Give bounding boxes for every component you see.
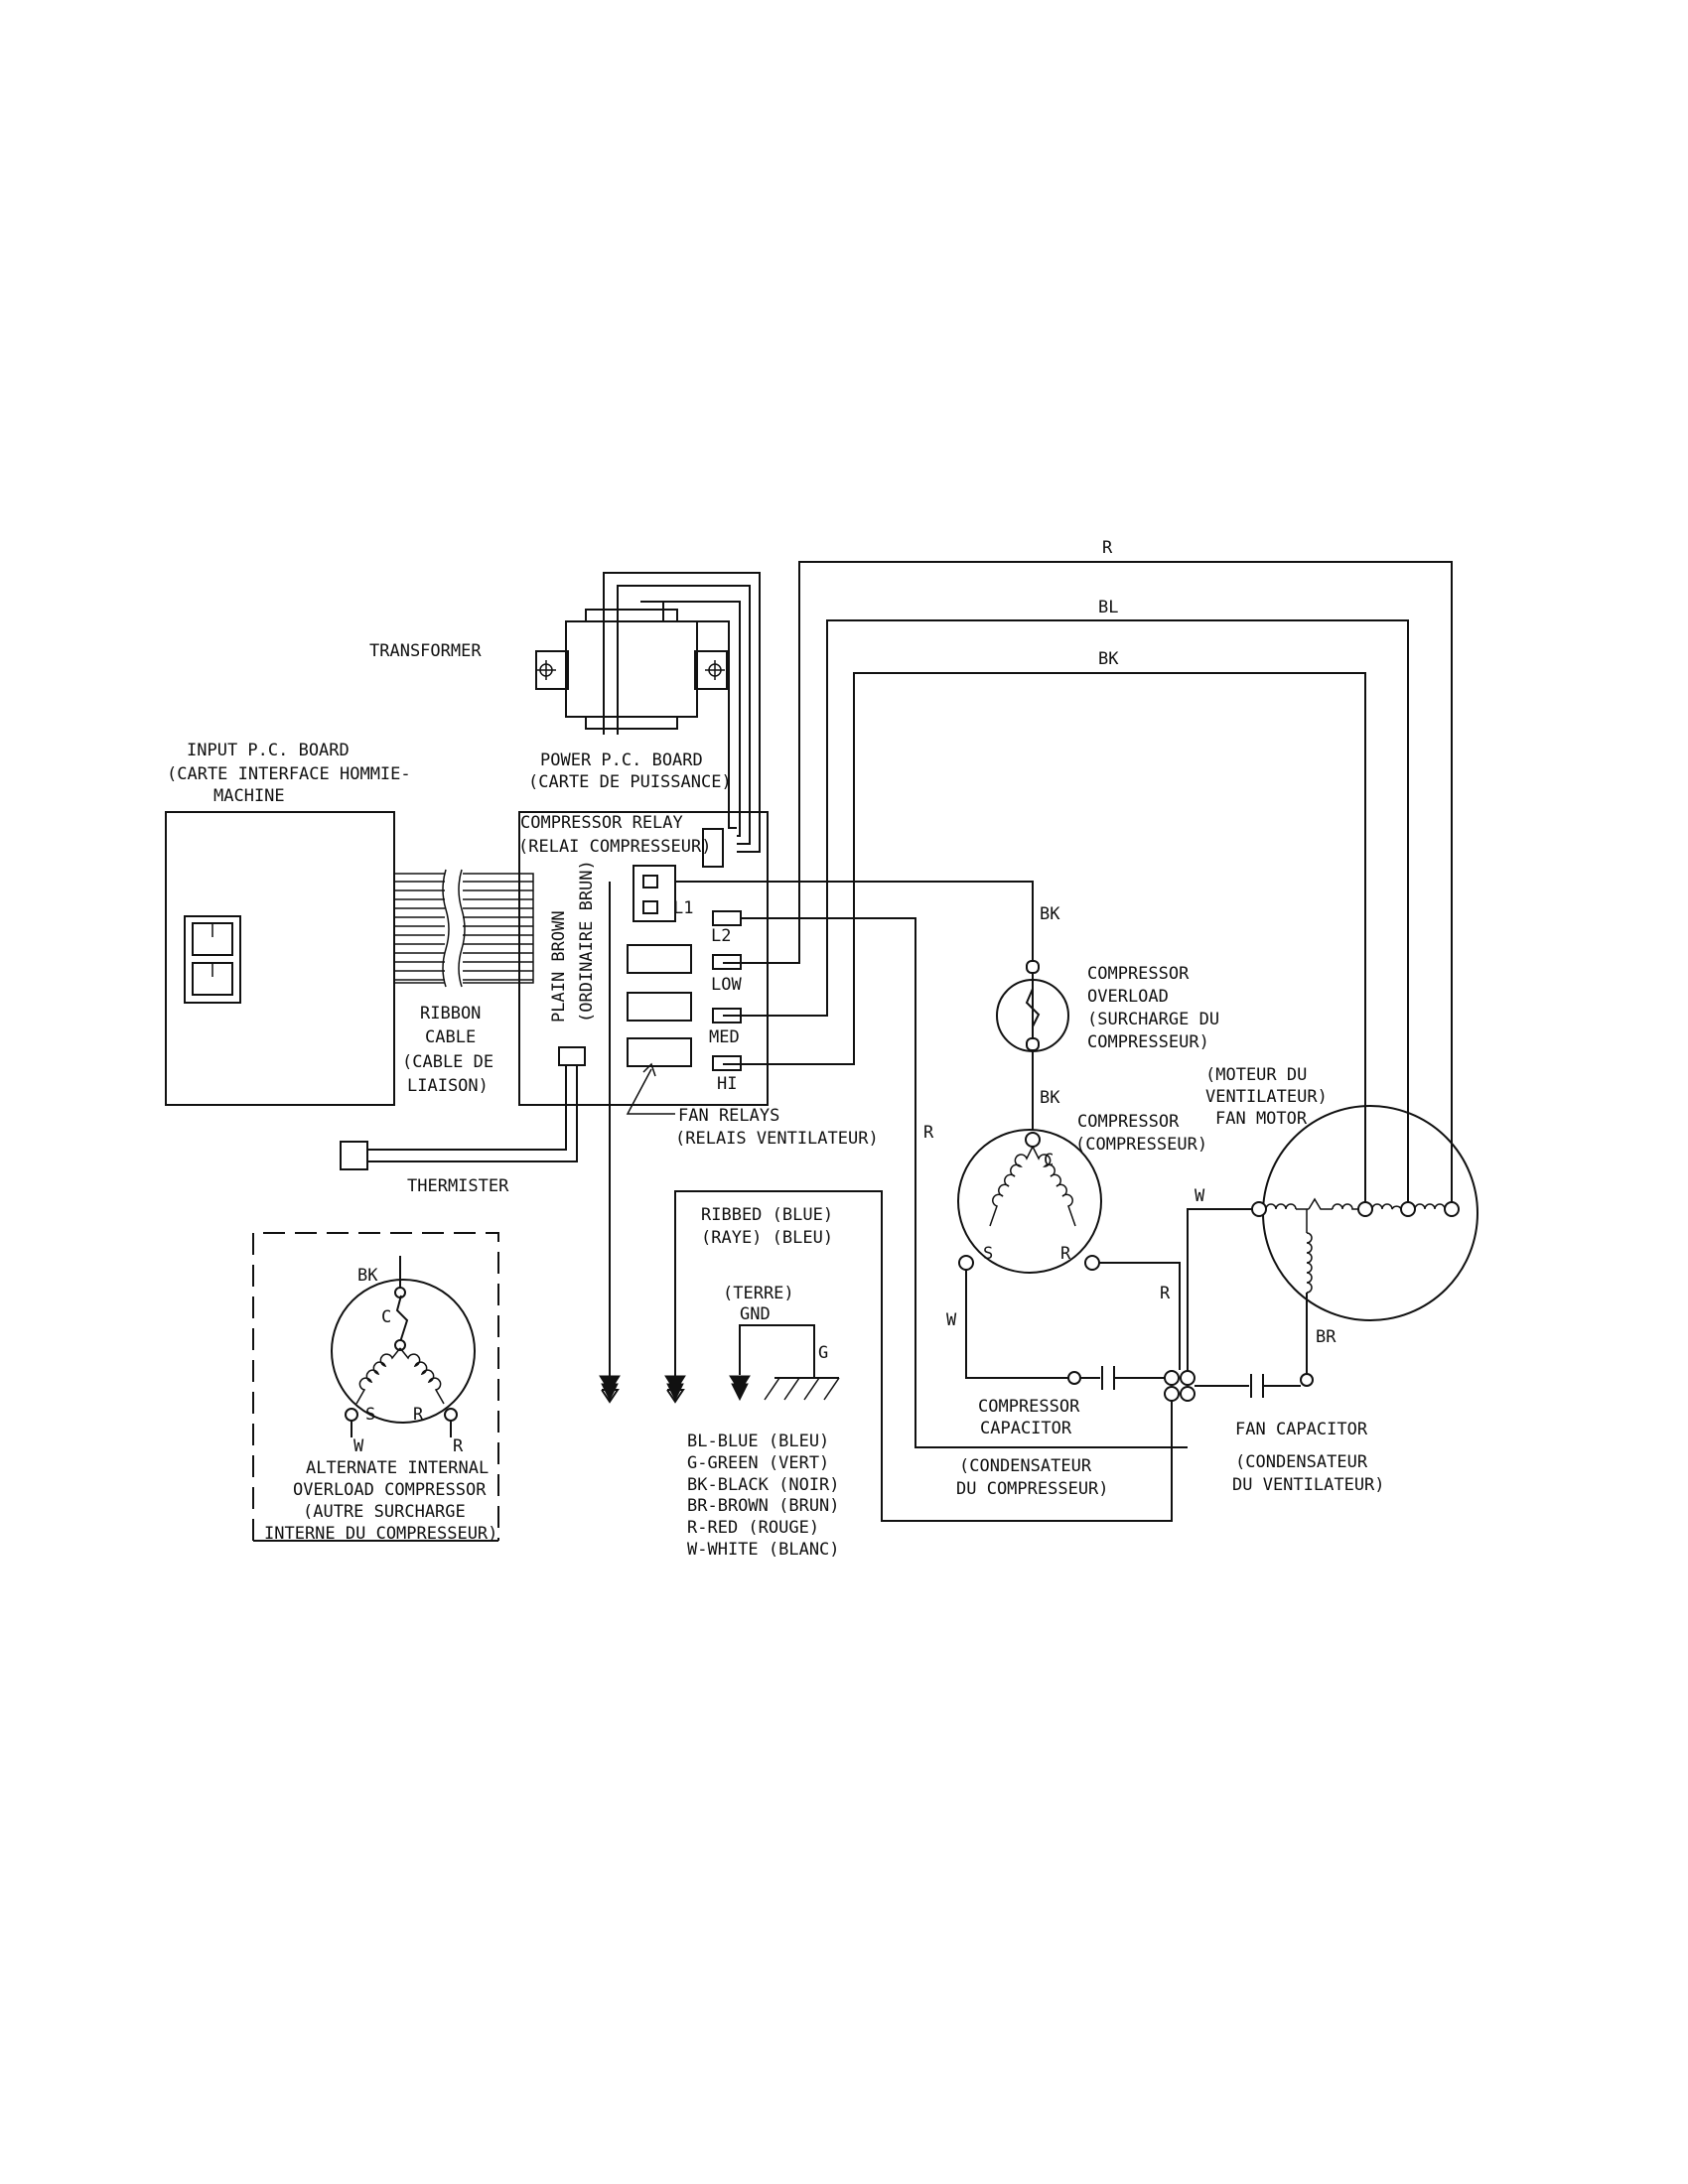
wire-label-w-left: W (946, 1310, 957, 1330)
fan-relays-label-1: FAN RELAYS (678, 1106, 779, 1126)
compressor-capacitor-label-2: CAPACITOR (980, 1419, 1072, 1438)
input-board-label-3: MACHINE (213, 786, 285, 806)
alt-terminal-r: R (413, 1405, 424, 1425)
fan-capacitor-label-3: DU VENTILATEUR) (1232, 1475, 1385, 1495)
overload-label-4: COMPRESSEUR) (1087, 1032, 1209, 1052)
power-board-label-2: (CARTE DE PUISSANCE) (528, 772, 732, 792)
fan-motor-label-1: (MOTEUR DU (1205, 1065, 1307, 1085)
ribbon-label-1: RIBBON (420, 1004, 481, 1024)
thermister (340, 1065, 578, 1170)
wire-label-bl-top: BL (1098, 598, 1118, 617)
ribbed-label-1: RIBBED (BLUE) (701, 1205, 833, 1225)
legend-brown: BR-BROWN (BRUN) (687, 1496, 840, 1516)
compressor-capacitor-label-4: DU COMPRESSEUR) (956, 1479, 1109, 1499)
terminal-l1-label: L1 (673, 898, 693, 918)
ground-symbol-2 (664, 1375, 686, 1402)
alt-label-bk: BK (357, 1266, 378, 1286)
input-board-label-2: (CARTE INTERFACE HOMMIE- (167, 764, 411, 784)
fan-capacitor (1195, 1300, 1314, 1398)
alt-terminal-c: C (381, 1307, 391, 1327)
wire-brown-to-ground (601, 882, 620, 1404)
terminal-block (1164, 1370, 1196, 1402)
fan-motor-label-3: FAN MOTOR (1215, 1109, 1308, 1129)
alt-wire-r: R (453, 1436, 464, 1456)
wire-white-s-to-capacitor (965, 1270, 1172, 1390)
wire-blue-to-fan-motor (723, 619, 1409, 1209)
ribbon-cable (393, 869, 534, 988)
fan-relays-pointer (626, 1062, 675, 1115)
compressor-label-1: COMPRESSOR (1077, 1112, 1180, 1132)
alt-label-4: INTERNE DU COMPRESSEUR) (264, 1524, 497, 1544)
fan-capacitor-label-1: FAN CAPACITOR (1235, 1420, 1368, 1439)
alt-terminal-s: S (365, 1405, 375, 1425)
wire-white-to-fan-motor (1187, 1208, 1259, 1371)
alternate-overload-compressor (252, 1232, 499, 1542)
fan-capacitor-label-2: (CONDENSATEUR (1235, 1452, 1368, 1472)
ribbon-label-2: CABLE (425, 1027, 476, 1047)
compressor-relay-label-1: COMPRESSOR RELAY (520, 813, 683, 833)
wire-red-r-to-terminal (1099, 1262, 1181, 1370)
power-pc-board (518, 811, 769, 1106)
compressor-terminal-r: R (1060, 1244, 1071, 1264)
overload-label-2: OVERLOAD (1087, 987, 1169, 1007)
wire-label-r-top: R (1102, 538, 1113, 558)
fan-motor (1251, 1105, 1478, 1374)
gnd-label: GND (740, 1304, 771, 1324)
wire-label-r-right: R (1160, 1284, 1171, 1303)
wire-label-bk-overload-top: BK (1040, 904, 1060, 924)
wire-label-br: BR (1316, 1327, 1336, 1347)
alt-label-2: OVERLOAD COMPRESSOR (293, 1480, 487, 1500)
g-label: G (818, 1343, 828, 1363)
alt-wire-w: W (353, 1436, 364, 1456)
terre-label: (TERRE) (723, 1284, 794, 1303)
wire-black-to-fan-motor (723, 672, 1366, 1209)
ground-symbol-1 (599, 1375, 621, 1402)
fan-motor-label-2: VENTILATEUR) (1205, 1087, 1328, 1107)
input-board-label-1: INPUT P.C. BOARD (187, 741, 350, 760)
wire-label-bk-overload-bottom: BK (1040, 1088, 1060, 1108)
transformer (535, 572, 761, 853)
legend-green: G-GREEN (VERT) (687, 1453, 829, 1473)
ribbon-label-4: LIAISON) (407, 1076, 489, 1096)
ribbed-label-2: (RAYE) (BLEU) (701, 1228, 833, 1248)
wire-label-r-mid: R (923, 1123, 934, 1143)
wire-red-l2 (741, 917, 1188, 1448)
color-legend: BL-BLUE (BLEU) G-GREEN (VERT) BK-BLACK (… (687, 1432, 840, 1560)
wire-red-to-fan-motor (723, 561, 1453, 1209)
compressor (957, 1129, 1102, 1274)
ribbon-label-3: (CABLE DE (402, 1052, 493, 1072)
terminal-hi-label: HI (717, 1074, 737, 1094)
alt-label-3: (AUTRE SURCHARGE (303, 1502, 466, 1522)
wire-label-w-fan: W (1195, 1186, 1205, 1206)
compressor-capacitor-label-1: COMPRESSOR (978, 1397, 1080, 1417)
fan-relays-label-2: (RELAIS VENTILATEUR) (675, 1129, 879, 1149)
compressor-label-2: (COMPRESSEUR) (1075, 1135, 1207, 1155)
ground-symbol-gnd (729, 1324, 840, 1402)
legend-red: R-RED (ROUGE) (687, 1518, 819, 1538)
compressor-overload (996, 960, 1069, 1130)
overload-label-1: COMPRESSOR (1087, 964, 1190, 984)
terminal-l2-label: L2 (711, 926, 731, 946)
plain-brown-label-1: PLAIN BROWN (549, 910, 569, 1023)
terminal-med-label: MED (709, 1027, 740, 1047)
power-board-label-1: POWER P.C. BOARD (540, 751, 703, 770)
legend-blue: BL-BLUE (BLEU) (687, 1432, 829, 1451)
input-pc-board (165, 811, 395, 1106)
wire-label-bk-top: BK (1098, 649, 1119, 669)
overload-label-3: (SURCHARGE DU (1087, 1010, 1219, 1029)
terminal-low-label: LOW (711, 975, 742, 995)
compressor-terminal-s: S (983, 1244, 993, 1264)
transformer-label: TRANSFORMER (369, 641, 482, 661)
compressor-relay-label-2: (RELAI COMPRESSEUR) (518, 837, 711, 857)
thermister-label: THERMISTER (407, 1176, 509, 1196)
legend-white: W-WHITE (BLANC) (687, 1540, 840, 1560)
compressor-capacitor-label-3: (CONDENSATEUR (959, 1456, 1092, 1476)
wire-black-l1-to-overload (768, 881, 1034, 961)
alt-label-1: ALTERNATE INTERNAL (306, 1458, 489, 1478)
plain-brown-label-2: (ORDINAIRE BRUN) (577, 860, 597, 1023)
legend-black: BK-BLACK (NOIR) (687, 1475, 840, 1495)
compressor-terminal-c: C (1044, 1151, 1054, 1170)
